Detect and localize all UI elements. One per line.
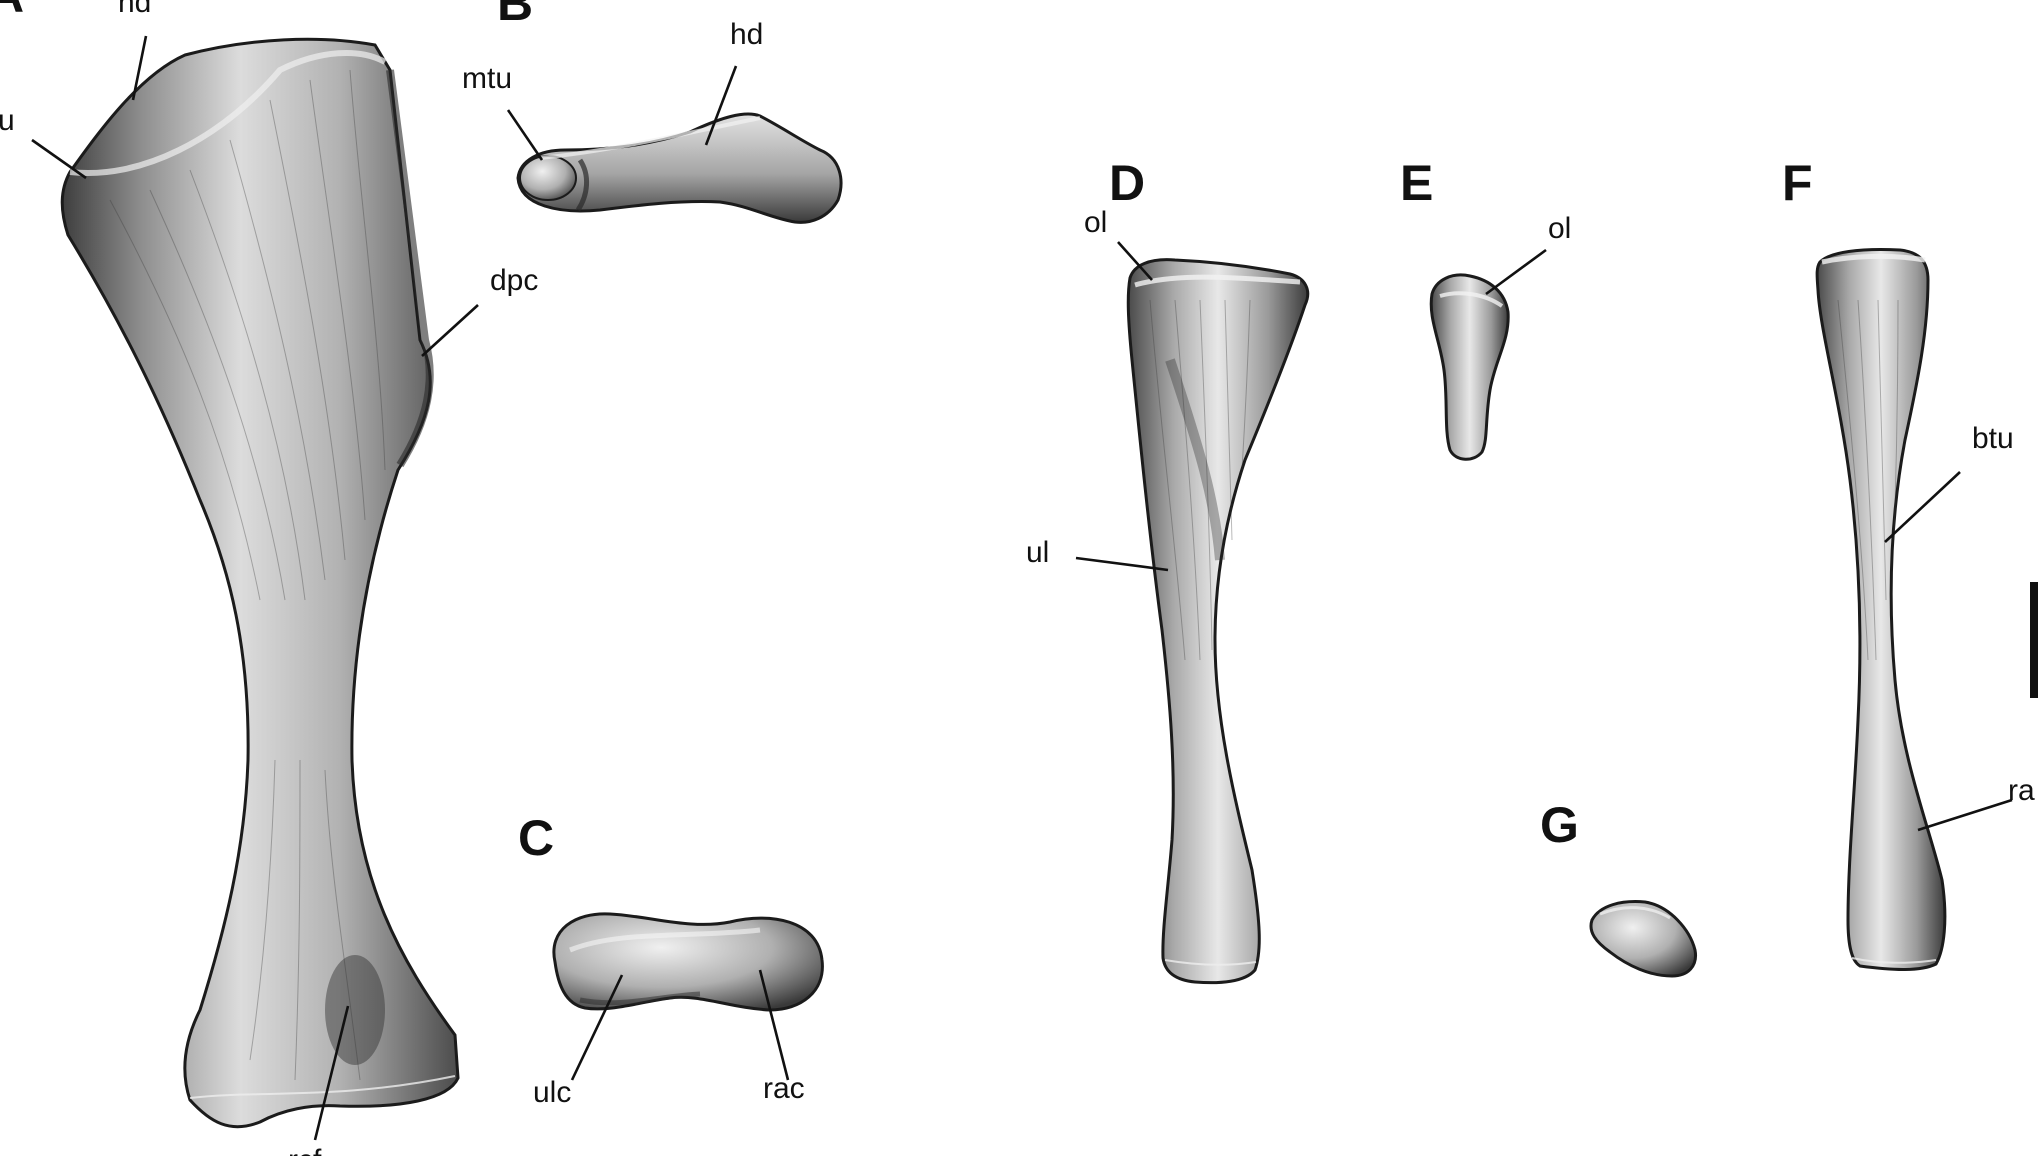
label-a-u: u	[0, 104, 15, 137]
radius-view-f	[1815, 248, 1947, 971]
panel-letter-d: D	[1109, 155, 1145, 211]
radius-distal-view-g	[1589, 900, 1698, 978]
label-c-rac: rac	[763, 1072, 805, 1105]
panel-letter-b: B	[497, 0, 533, 31]
panel-letter-e: E	[1400, 155, 1433, 211]
label-b-mtu: mtu	[462, 62, 512, 95]
panel-letter-f: F	[1782, 155, 1813, 211]
label-d-ul: ul	[1026, 536, 1049, 569]
panel-letter-g: G	[1540, 797, 1579, 853]
label-b-hd: hd	[730, 18, 763, 51]
humerus-view-a	[60, 37, 460, 1129]
ulna-proximal-view-e	[1429, 273, 1510, 461]
leader-lines	[31, 35, 2013, 1141]
label-a-dpc: dpc	[490, 264, 538, 297]
humerus-proximal-view-b	[516, 112, 843, 224]
panel-letter-c: C	[518, 810, 554, 866]
label-a-hd: hd	[118, 0, 151, 19]
panel-letters: A B C D E F G	[0, 0, 1813, 866]
humerus-distal-view-c	[552, 912, 824, 1012]
label-c-ulc: ulc	[533, 1076, 571, 1109]
ulna-view-d	[1126, 258, 1310, 985]
label-d-ol: ol	[1084, 206, 1107, 239]
scale-bar	[2030, 582, 2038, 698]
label-a-rcf: rcf	[288, 1144, 322, 1156]
label-f-btu: btu	[1972, 422, 2014, 455]
label-e-ol: ol	[1548, 212, 1571, 245]
label-f-ra: ra	[2008, 774, 2035, 807]
panel-letter-a: A	[0, 0, 24, 23]
